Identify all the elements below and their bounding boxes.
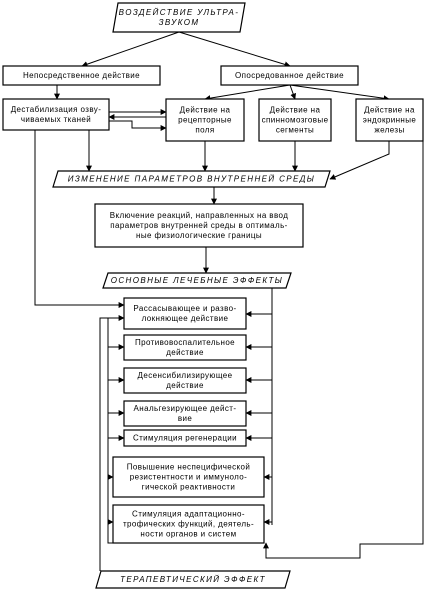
- box-label: Рассасывающее и разво-: [133, 304, 236, 313]
- connector-arrow: [289, 84, 390, 102]
- box-label: действие: [166, 381, 204, 390]
- box-label: Стимуляция регенерации: [133, 434, 237, 443]
- box-label: Включение реакций, направленных на ввод: [110, 211, 289, 220]
- box-e7: Стимуляция адаптационно-трофических функ…: [112, 504, 265, 544]
- box-label: локняющее действие: [142, 314, 229, 323]
- box-frame: [123, 400, 247, 427]
- box-label: действие: [166, 348, 204, 357]
- box-frame: [2, 98, 110, 131]
- box-label: вие: [178, 414, 193, 423]
- connector-arrow: [81, 31, 180, 68]
- box-label: Стимуляция адаптационно-: [132, 510, 245, 519]
- box-indirect: Опосредованное действие: [220, 65, 359, 86]
- box-top: ВОЗДЕЙСТВИЕ УЛЬТРА-ЗВУКОМ: [112, 2, 246, 33]
- box-label: рецепторные: [178, 116, 232, 125]
- box-frame: [123, 429, 247, 447]
- box-label: Дестабилизация озву-: [11, 105, 102, 114]
- box-e5: Стимуляция регенерации: [123, 429, 247, 447]
- connector-arrow: [263, 141, 424, 559]
- box-frame: [102, 272, 292, 289]
- box-frame: [112, 456, 265, 498]
- box-destab: Дестабилизация озву-чиваемых тканей: [2, 98, 110, 131]
- box-frame: [123, 367, 247, 394]
- box-label: гической реактивности: [142, 483, 235, 492]
- box-reactions: Включение реакций, направленных на вводп…: [94, 203, 304, 248]
- box-frame: [2, 65, 161, 86]
- box-label: Действие на: [180, 106, 231, 115]
- box-params: ИЗМЕНЕНИЕ ПАРАМЕТРОВ ВНУТРЕННЕЙ СРЕДЫ: [52, 170, 331, 188]
- box-frame: [52, 170, 331, 188]
- box-label: Действие на: [270, 106, 321, 115]
- box-label: резистентности и иммуноло-: [130, 473, 247, 482]
- box-label: чиваемых тканей: [21, 115, 91, 124]
- connector-arrow: [329, 141, 390, 180]
- box-label: параметров внутренней среды в оптималь-: [110, 221, 287, 230]
- connector-arrow: [289, 84, 297, 100]
- box-label: ИЗМЕНЕНИЕ ПАРАМЕТРОВ ВНУТРЕННЕЙ СРЕДЫ: [68, 175, 316, 184]
- box-label: ЗВУКОМ: [159, 18, 200, 27]
- box-e4: Анальгезирующее дейст-вие: [123, 400, 247, 427]
- box-therapy: ТЕРАПЕВТИЧЕСКИЙ ЭФФЕКТ: [95, 570, 291, 589]
- box-frame: [112, 2, 246, 33]
- box-label: Действие на: [364, 106, 415, 115]
- box-frame: [220, 65, 359, 86]
- box-label: Десенсибилизирующее: [138, 371, 233, 380]
- box-label: Противовоспалительное: [135, 338, 235, 347]
- box-frame: [123, 334, 247, 361]
- connector-arrow: [178, 31, 291, 68]
- box-label: эндокринные: [363, 116, 417, 125]
- box-frame: [258, 98, 332, 142]
- box-label: железы: [374, 126, 404, 135]
- box-frame: [94, 203, 304, 248]
- box-e6: Повышение неспецифическойрезистентности …: [112, 456, 265, 498]
- box-label: ОСНОВНЫЕ ЛЕЧЕБНЫЕ ЭФФЕКТЫ: [111, 276, 284, 285]
- box-label: спинномозговые: [262, 116, 329, 125]
- box-label: Повышение неспецифической: [127, 463, 251, 472]
- connector-lines: [34, 31, 424, 571]
- box-frame: [95, 570, 291, 589]
- box-direct: Непосредственное действие: [2, 65, 161, 86]
- connector-arrow: [34, 130, 125, 308]
- connector-arrow: [99, 315, 125, 571]
- box-effects: ОСНОВНЫЕ ЛЕЧЕБНЫЕ ЭФФЕКТЫ: [102, 272, 292, 289]
- box-label: поля: [195, 126, 214, 135]
- box-label: Анальгезирующее дейст-: [134, 404, 237, 413]
- box-label: сегменты: [276, 126, 314, 135]
- box-label: ные физиологические границы: [136, 231, 262, 240]
- box-e1: Рассасывающее и разво-локняющее действие: [123, 297, 247, 330]
- connector-arrow: [109, 120, 167, 131]
- box-label: ТЕРАПЕВТИЧЕСКИЙ ЭФФЕКТ: [120, 575, 266, 584]
- box-label: ности органов и систем: [140, 530, 236, 539]
- box-label: Опосредованное действие: [235, 71, 344, 80]
- connector-arrow: [107, 318, 113, 544]
- box-frame: [112, 504, 265, 544]
- box-label: Непосредственное действие: [23, 71, 140, 80]
- box-label: ВОЗДЕЙСТВИЕ УЛЬТРА-: [119, 8, 240, 17]
- box-frame: [355, 98, 424, 142]
- diagram-boxes: ВОЗДЕЙСТВИЕ УЛЬТРА-ЗВУКОМ Непосредственно…: [2, 2, 424, 589]
- box-label: трофических функций, деятель-: [123, 520, 254, 529]
- connector-arrow: [204, 84, 291, 102]
- box-frame: [165, 98, 245, 142]
- box-frame: [123, 297, 247, 330]
